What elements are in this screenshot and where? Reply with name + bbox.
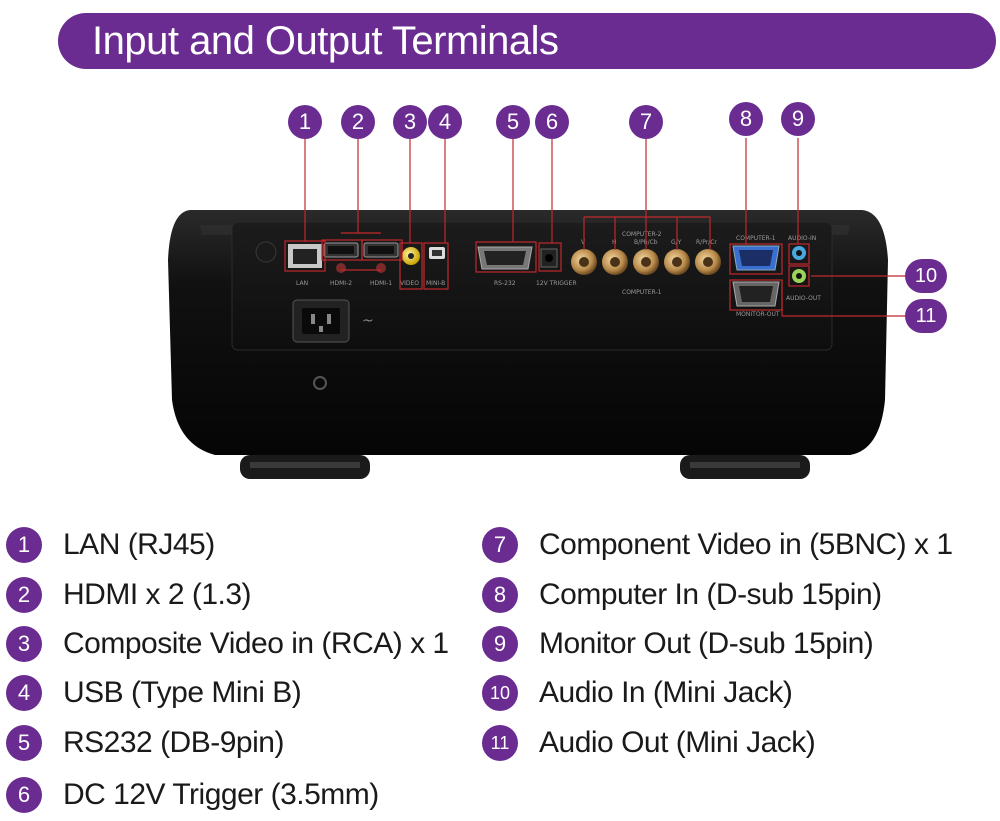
hdmi2-label: HDMI-2 (330, 280, 352, 287)
callout-5: 5 (496, 105, 530, 139)
projector-rear-panel: ~ LAN HDMI-2 HDMI-1 VIDEO MINI-B RS-232 (168, 138, 906, 479)
projector-feet (240, 455, 810, 479)
component-bnc-ports (571, 249, 721, 275)
legend-label: Audio In (Mini Jack) (539, 676, 793, 709)
trigger-port (540, 248, 558, 268)
legend-item: 3 Composite Video in (RCA) x 1 (6, 624, 449, 664)
legend-label: Component Video in (5BNC) x 1 (539, 528, 953, 561)
legend-item: 5 RS232 (DB-9pin) (6, 723, 284, 763)
audio-out-port (792, 269, 806, 283)
legend-item: 7 Component Video in (5BNC) x 1 (482, 525, 953, 565)
legend-number: 1 (6, 527, 42, 563)
audio-in-port (792, 246, 806, 260)
callout-11: 11 (905, 299, 947, 333)
callout-8: 8 (729, 102, 763, 136)
legend-item: 11 Audio Out (Mini Jack) (482, 723, 816, 763)
callout-2: 2 (341, 105, 375, 139)
legend-item: 4 USB (Type Mini B) (6, 673, 302, 713)
legend-number: 5 (6, 725, 42, 761)
computer1-label: COMPUTER-1 (622, 289, 662, 296)
computer2-label: COMPUTER-2 (622, 231, 662, 238)
monitor-out-label: MONITOR-OUT (736, 311, 780, 318)
legend-label: HDMI x 2 (1.3) (63, 578, 252, 611)
lan-port (288, 244, 322, 268)
legend-item: 8 Computer In (D-sub 15pin) (482, 575, 882, 615)
legend-item: 10 Audio In (Mini Jack) (482, 673, 793, 713)
legend-number: 2 (6, 577, 42, 613)
mini-b-label: MINI-B (426, 280, 445, 287)
legend-item: 6 DC 12V Trigger (3.5mm) (6, 775, 379, 815)
power-inlet: ~ (292, 299, 374, 343)
callout-1: 1 (288, 105, 322, 139)
title-banner (58, 13, 996, 69)
callout-6: 6 (535, 105, 569, 139)
audio-out-label: AUDIO-OUT (786, 295, 821, 302)
legend-label: Audio Out (Mini Jack) (539, 726, 816, 759)
composite-video-port (402, 247, 420, 265)
legend-number: 7 (482, 527, 518, 563)
legend-label: Monitor Out (D-sub 15pin) (539, 627, 874, 660)
legend-number: 4 (6, 675, 42, 711)
lan-port-label: LAN (296, 280, 308, 287)
legend-number: 3 (6, 626, 42, 662)
legend-label: Composite Video in (RCA) x 1 (63, 627, 449, 660)
page-title: Input and Output Terminals (92, 19, 559, 63)
video-label: VIDEO (400, 280, 419, 287)
trigger-label: 12V TRIGGER (536, 280, 577, 287)
rs232-port (477, 246, 533, 270)
callout-10: 10 (905, 259, 947, 293)
legend-item: 2 HDMI x 2 (1.3) (6, 575, 252, 615)
legend-number: 9 (482, 626, 518, 662)
bnc-h-label: H (612, 239, 617, 246)
legend-label: USB (Type Mini B) (63, 676, 302, 709)
legend-number: 6 (6, 777, 42, 813)
monitor-out-port (732, 281, 780, 307)
svg-text:~: ~ (362, 313, 374, 329)
lock-slot-icon (313, 376, 327, 390)
bnc-r-label: R/Pr/Cr (696, 239, 717, 246)
legend-item: 1 LAN (RJ45) (6, 525, 215, 565)
legend-number: 10 (482, 675, 518, 711)
hdmi-ports (323, 242, 399, 273)
audio-in-label: AUDIO-IN (788, 235, 816, 242)
callout-4: 4 (428, 105, 462, 139)
rs232-label: RS-232 (494, 280, 516, 287)
callout-9: 9 (781, 102, 815, 136)
usb-mini-b-port (429, 247, 445, 259)
hdmi1-label: HDMI-1 (370, 280, 392, 287)
computer-in-label: COMPUTER-1 (736, 235, 776, 242)
legend-item: 9 Monitor Out (D-sub 15pin) (482, 624, 874, 664)
legend-label: DC 12V Trigger (3.5mm) (63, 778, 379, 811)
legend-label: Computer In (D-sub 15pin) (539, 578, 882, 611)
legend-label: RS232 (DB-9pin) (63, 726, 284, 759)
callout-7: 7 (629, 105, 663, 139)
legend-label: LAN (RJ45) (63, 528, 215, 561)
bnc-g-label: G/Y (671, 239, 682, 246)
callout-lines (284, 138, 906, 317)
legend-number: 8 (482, 577, 518, 613)
legend-number: 11 (482, 725, 518, 761)
callout-3: 3 (393, 105, 427, 139)
computer-in-port (732, 245, 780, 271)
